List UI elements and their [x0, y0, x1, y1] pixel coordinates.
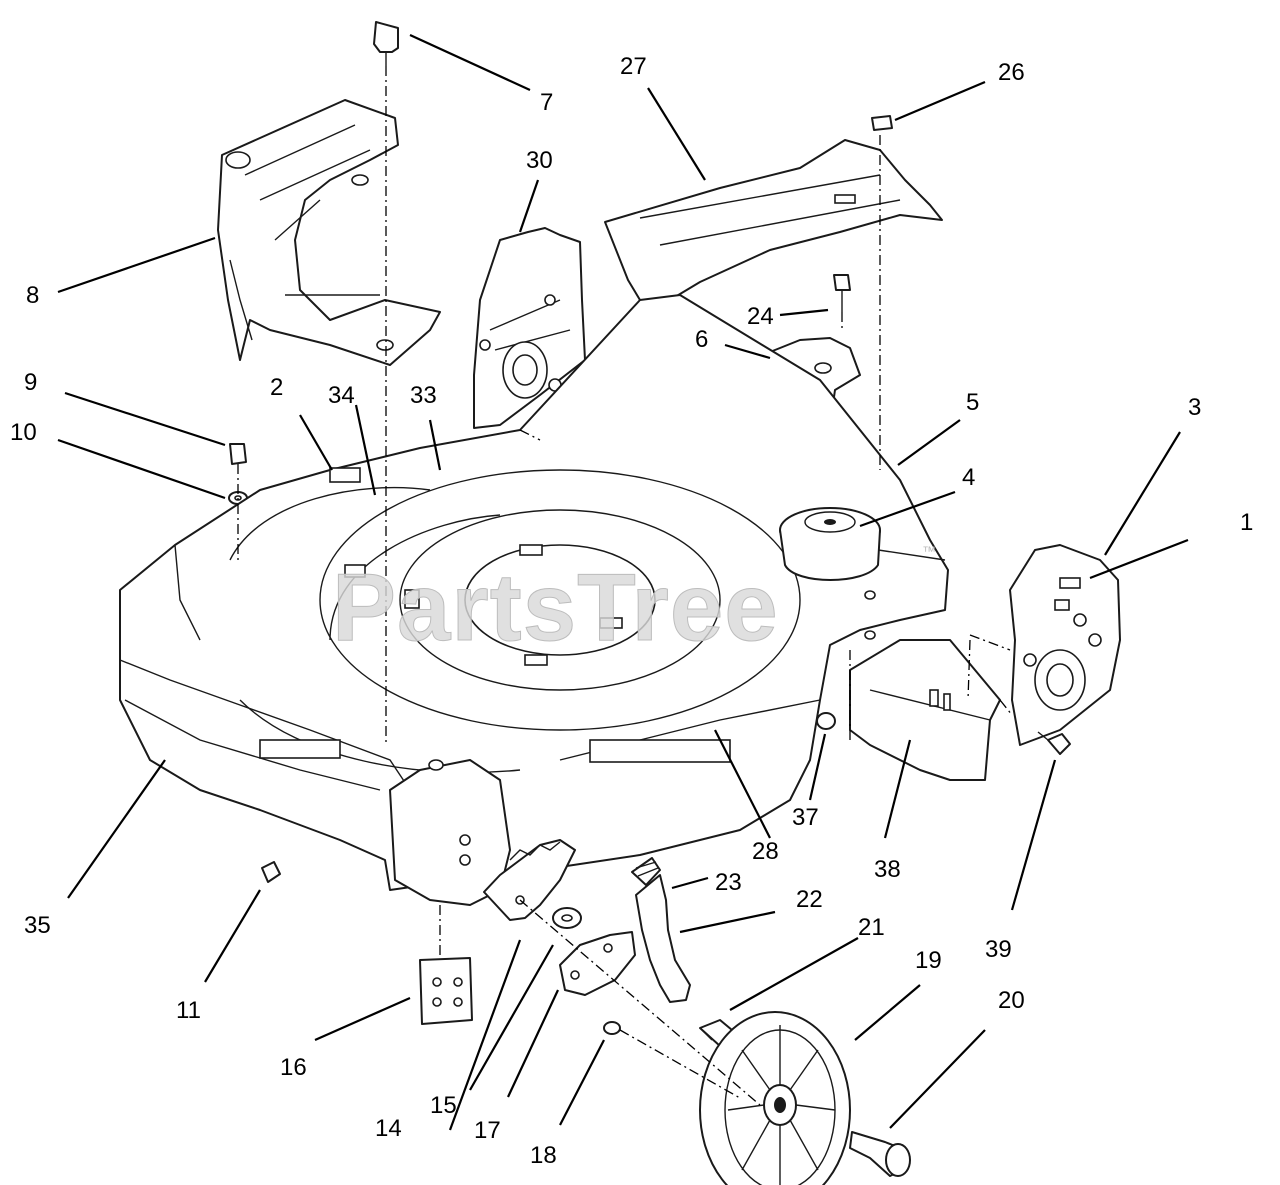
callout-16: 16 [280, 1054, 307, 1081]
leader-lines [57, 34, 1189, 1131]
part-39-bolt [1037, 731, 1071, 755]
callout-38: 38 [874, 856, 901, 883]
part-4-pulley [779, 507, 881, 581]
part-19-wheel [699, 1011, 851, 1185]
callout-11: 11 [176, 997, 201, 1024]
callout-17: 17 [474, 1117, 501, 1144]
callout-39: 39 [985, 936, 1012, 963]
callout-22: 22 [796, 886, 823, 913]
part-18-washer [603, 1021, 621, 1035]
callout-3: 3 [1188, 394, 1201, 421]
callout-19: 19 [915, 947, 942, 974]
callout-5: 5 [966, 389, 979, 416]
part-37-spacer [816, 712, 836, 730]
callout-6: 6 [695, 326, 708, 353]
part-30-bracket [473, 227, 586, 429]
callout-33: 33 [410, 382, 437, 409]
callout-27: 27 [620, 53, 647, 80]
callout-18: 18 [530, 1142, 557, 1169]
watermark-text: PartsTree [332, 554, 779, 661]
part-11-clip [261, 861, 281, 883]
callout-23: 23 [715, 869, 742, 896]
part-7-knob [373, 21, 399, 66]
callout-1: 1 [1240, 509, 1253, 536]
callout-10: 10 [10, 419, 37, 446]
callout-37: 37 [792, 804, 819, 831]
callout-21: 21 [858, 914, 885, 941]
callout-20: 20 [998, 987, 1025, 1014]
callout-7: 7 [540, 89, 553, 116]
part-8-cover [217, 99, 441, 366]
callout-30: 30 [526, 147, 553, 174]
callout-26: 26 [998, 59, 1025, 86]
mower-deck [119, 294, 949, 906]
callout-14: 14 [375, 1115, 402, 1142]
part-20-bolt [849, 1131, 911, 1177]
part-38-channel [849, 639, 1001, 781]
callout-9: 9 [24, 369, 37, 396]
callout-24: 24 [747, 303, 774, 330]
callout-35: 35 [24, 912, 51, 939]
callouts: 1 2 3 4 5 6 7 8 9 10 11 14 15 16 17 18 1… [10, 53, 1253, 1169]
watermark-trademark: ™ [922, 543, 936, 559]
part-9-bolt [229, 443, 247, 465]
callout-34: 34 [328, 382, 355, 409]
part-15-washer [552, 907, 582, 929]
callout-2: 2 [270, 374, 283, 401]
part-26-pin [871, 115, 893, 131]
part-24-bolt [833, 274, 851, 312]
callout-15: 15 [430, 1092, 457, 1119]
part-16-pad [419, 957, 473, 1025]
callout-28: 28 [752, 838, 779, 865]
part-17-plate [559, 931, 636, 996]
part-22-lever [631, 857, 691, 1003]
assembly-lines [237, 66, 1013, 1106]
part-27-shield [604, 139, 943, 313]
part-1-bracket [1009, 544, 1121, 746]
callout-4: 4 [962, 464, 975, 491]
callout-8: 8 [26, 282, 39, 309]
